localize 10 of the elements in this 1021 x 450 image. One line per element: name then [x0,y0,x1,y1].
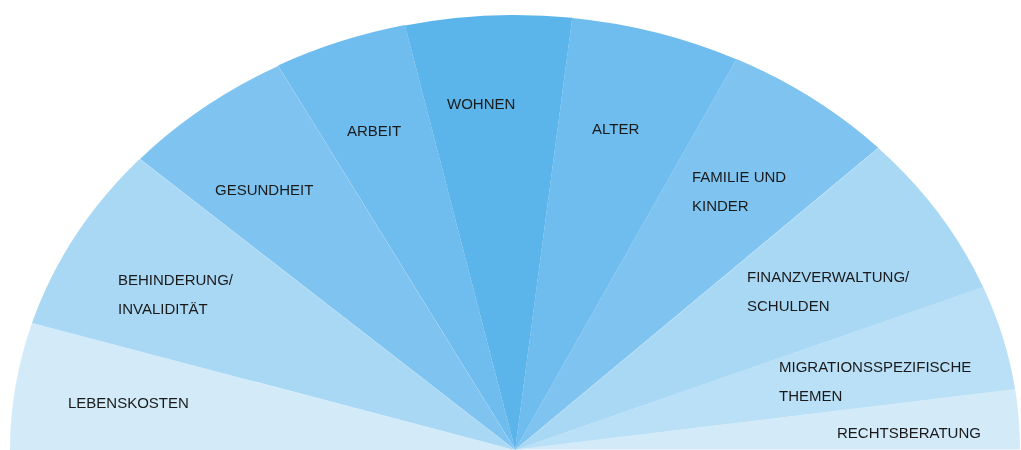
segment-label: LEBENSKOSTEN [68,393,190,413]
segment-label: GESUNDHEIT [215,180,315,200]
segment-label: RECHTSBERATUNG [837,423,982,443]
segment-label: FINANZVERWALTUNG/ SCHULDEN [747,267,911,316]
segment-label: WOHNEN [447,94,517,114]
segment-label: MIGRATIONSSPEZIFISCHE THEMEN [779,357,973,406]
segment-label: ARBEIT [347,121,403,141]
segment-label: BEHINDERUNG/ INVALIDITÄT [118,270,234,319]
segment-label: FAMILIE UND KINDER [692,167,788,216]
segment-label: ALTER [592,119,641,139]
